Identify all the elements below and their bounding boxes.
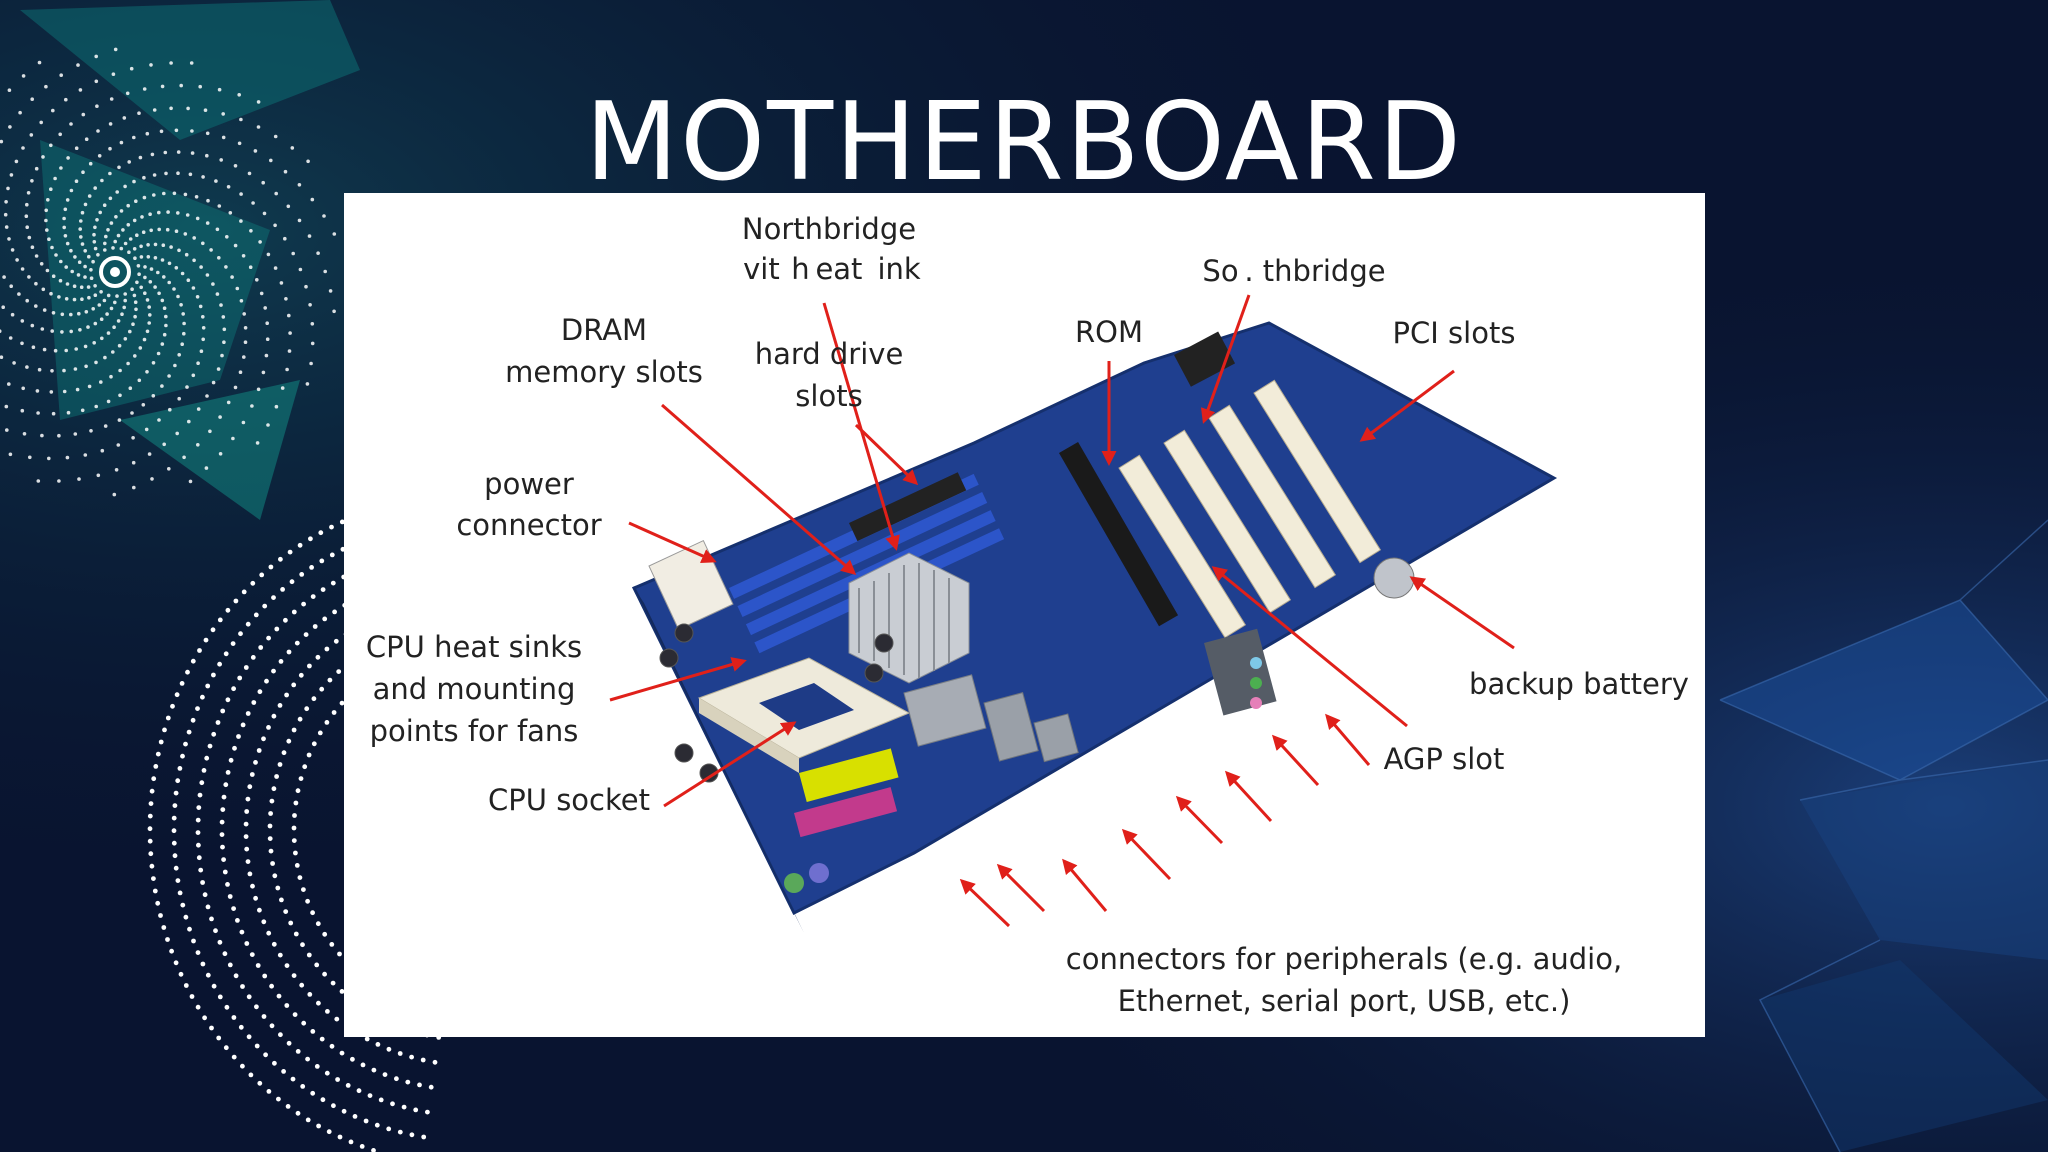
label-cpu-socket: CPU socket: [488, 783, 650, 817]
arrow-cpu-heat: [609, 657, 747, 702]
arrow-agp: [1211, 566, 1408, 728]
motherboard-diagram: Northbridge vit h eat ink So . thbridge …: [344, 193, 1705, 1037]
arrow-southbridge: [1200, 294, 1251, 424]
label-cpu-heat-3: points for fans: [369, 714, 579, 748]
arrow-northbridge: [822, 302, 900, 551]
arrow-io-6: [1224, 770, 1273, 823]
label-backup-battery: backup battery: [1469, 667, 1689, 701]
arrow-pci: [1359, 369, 1455, 442]
agp-slot-shape: [1059, 442, 1179, 627]
motherboard-illustration: [609, 294, 1558, 933]
arrow-battery: [1409, 576, 1515, 650]
label-southbridge: So . thbridge: [1202, 254, 1386, 288]
label-power-2: connector: [456, 508, 602, 542]
label-power-1: power: [484, 467, 574, 501]
backup-battery-shape: [1373, 557, 1415, 599]
label-northbridge: Northbridge: [741, 212, 917, 246]
capacitors: [659, 623, 894, 783]
arrow-io-7: [1271, 734, 1320, 787]
cpu-socket-shape: [697, 657, 911, 773]
southbridge-chip: [1174, 331, 1236, 387]
label-dram-1: DRAM: [560, 313, 648, 347]
arrow-io-4: [1121, 828, 1172, 881]
arrow-dram: [661, 403, 857, 575]
arrow-hard-drive: [854, 423, 919, 486]
arrow-io-1: [959, 878, 1011, 928]
pci-slots: [1118, 379, 1382, 639]
label-rom: ROM: [1075, 315, 1143, 349]
label-pci-slots: PCI slots: [1392, 316, 1516, 350]
arrow-cpu-socket: [663, 721, 797, 808]
callout-arrows: [609, 294, 1515, 928]
page-title: MOTHERBOARD: [584, 80, 1464, 205]
label-hard-drive-2: slots: [795, 379, 863, 413]
arrow-power: [628, 521, 717, 563]
io-ports-shape: [784, 628, 1277, 893]
label-hard-drive-1: hard drive: [754, 337, 904, 371]
label-cpu-heat-1: CPU heat sinks: [365, 630, 583, 664]
arrow-io-2: [996, 863, 1046, 913]
arrow-io-3: [1062, 858, 1108, 912]
label-connectors-1: connectors for peripherals (e.g. audio,: [1065, 942, 1623, 976]
label-agp-slot: AGP slot: [1383, 742, 1505, 776]
label-northbridge-sub: vit h eat ink: [737, 252, 921, 286]
arrow-io-8: [1325, 713, 1371, 766]
label-connectors-2: Ethernet, serial port, USB, etc.): [1117, 984, 1571, 1018]
arrow-io-5: [1175, 795, 1224, 845]
hard-drive-connectors: [849, 472, 967, 542]
label-cpu-heat-2: and mounting: [372, 672, 576, 706]
label-dram-2: memory slots: [505, 355, 703, 389]
